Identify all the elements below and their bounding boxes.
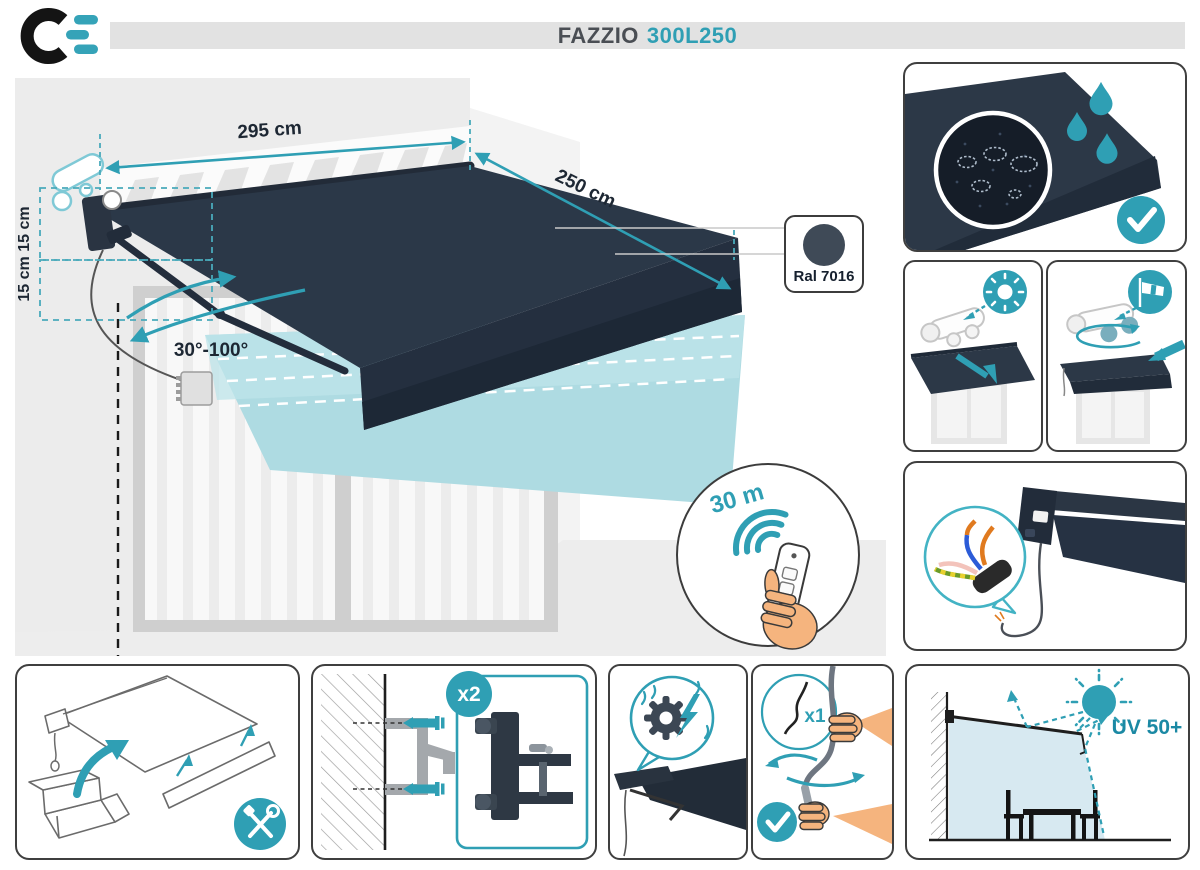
- feature-panel-assembly: [15, 664, 300, 860]
- feature-panel-sun-sensor: [903, 260, 1043, 452]
- feature-panel-wind-sensor: [1046, 260, 1187, 452]
- feature-panel-uv-protection: UV 50+: [905, 664, 1190, 860]
- hand: [798, 801, 892, 844]
- feature-panel-water-resistant: [903, 62, 1187, 252]
- feature-panel-crank: x1: [751, 664, 894, 860]
- margins-label: 15 cm 15 cm: [16, 206, 33, 301]
- uv-label: UV 50+: [1112, 716, 1183, 739]
- hand: [760, 568, 818, 650]
- floor: [15, 540, 886, 656]
- sensor-outline-icon: [51, 153, 105, 212]
- ral-color-swatch: [803, 224, 845, 266]
- crank-quantity-label: x1: [804, 706, 826, 727]
- hand: [828, 708, 892, 746]
- angle-label: 30°-100°: [174, 340, 248, 361]
- tools-icon: [234, 798, 286, 850]
- anchor-bolt-icon: [353, 716, 445, 730]
- frame-color-callout: Ral 7016: [555, 215, 864, 293]
- sun-icon: [983, 270, 1027, 314]
- wall-bracket-motor: [81, 190, 132, 252]
- unbox-arrow: [73, 744, 115, 798]
- title-bar: FAZZIO 300L250: [110, 22, 1185, 49]
- rotate-right-arrow: [786, 776, 860, 788]
- motor-cable: [90, 249, 182, 381]
- check-icon: [757, 802, 797, 842]
- crank-rod: [802, 666, 837, 789]
- product-title: FAZZIO: [557, 22, 639, 48]
- main-awning-diagram: 15 cm 15 cm 295 cm 250 cm 30°-100°: [15, 78, 886, 656]
- uv-rays: [1011, 695, 1106, 837]
- width-dimension: 295 cm: [99, 118, 471, 190]
- remote-range-badge: 30 m: [676, 463, 860, 650]
- frame-color-label: Ral 7016: [794, 268, 855, 285]
- bracket-quantity-label: x2: [457, 683, 480, 706]
- anchor-bolt-icon: [353, 782, 445, 796]
- feature-panel-power-cable: [903, 461, 1187, 651]
- product-model: 300L250: [646, 22, 738, 48]
- angle-dimension: 30°-100°: [126, 270, 306, 361]
- magnifier-icon: [933, 110, 1053, 230]
- logo-c-shape: [20, 8, 68, 64]
- bracket-profile: [385, 718, 455, 795]
- wifi-waves-icon: [732, 508, 789, 557]
- wall-switch: [176, 371, 213, 406]
- crank-count-badge: x1: [760, 673, 838, 751]
- water-droplets-icon: [1067, 81, 1118, 164]
- lightning-icon: [676, 694, 700, 738]
- mini-awning-side: [614, 758, 746, 857]
- bracket-icon: [475, 712, 573, 820]
- feature-panel-wall-brackets: x2: [311, 664, 597, 860]
- hanging-cable: [1000, 542, 1044, 638]
- remote-in-hand: [760, 542, 818, 650]
- logo-bars-icon: [66, 15, 98, 54]
- gear: [644, 696, 688, 740]
- check-icon: [1117, 196, 1165, 244]
- sun-icon: [1065, 668, 1133, 736]
- awning-side-view: [1017, 487, 1185, 583]
- awning-profile-line: [946, 714, 1083, 736]
- brand-c-logo: [20, 8, 98, 64]
- width-label: 295 cm: [237, 118, 303, 143]
- table-and-chairs: [1004, 790, 1100, 840]
- windsock-icon: [1128, 270, 1172, 314]
- crank-hook-icon: [783, 681, 809, 735]
- wall-section: [931, 692, 947, 840]
- feature-panel-motor: [608, 664, 748, 860]
- wires-icon: [923, 505, 1027, 615]
- extend-arrow: [955, 353, 989, 379]
- margin-dimension: 15 cm 15 cm: [16, 187, 213, 321]
- gear-lightning-icon: [629, 675, 715, 772]
- wall-section: [321, 674, 385, 850]
- mini-awning-retracted: [1060, 354, 1170, 382]
